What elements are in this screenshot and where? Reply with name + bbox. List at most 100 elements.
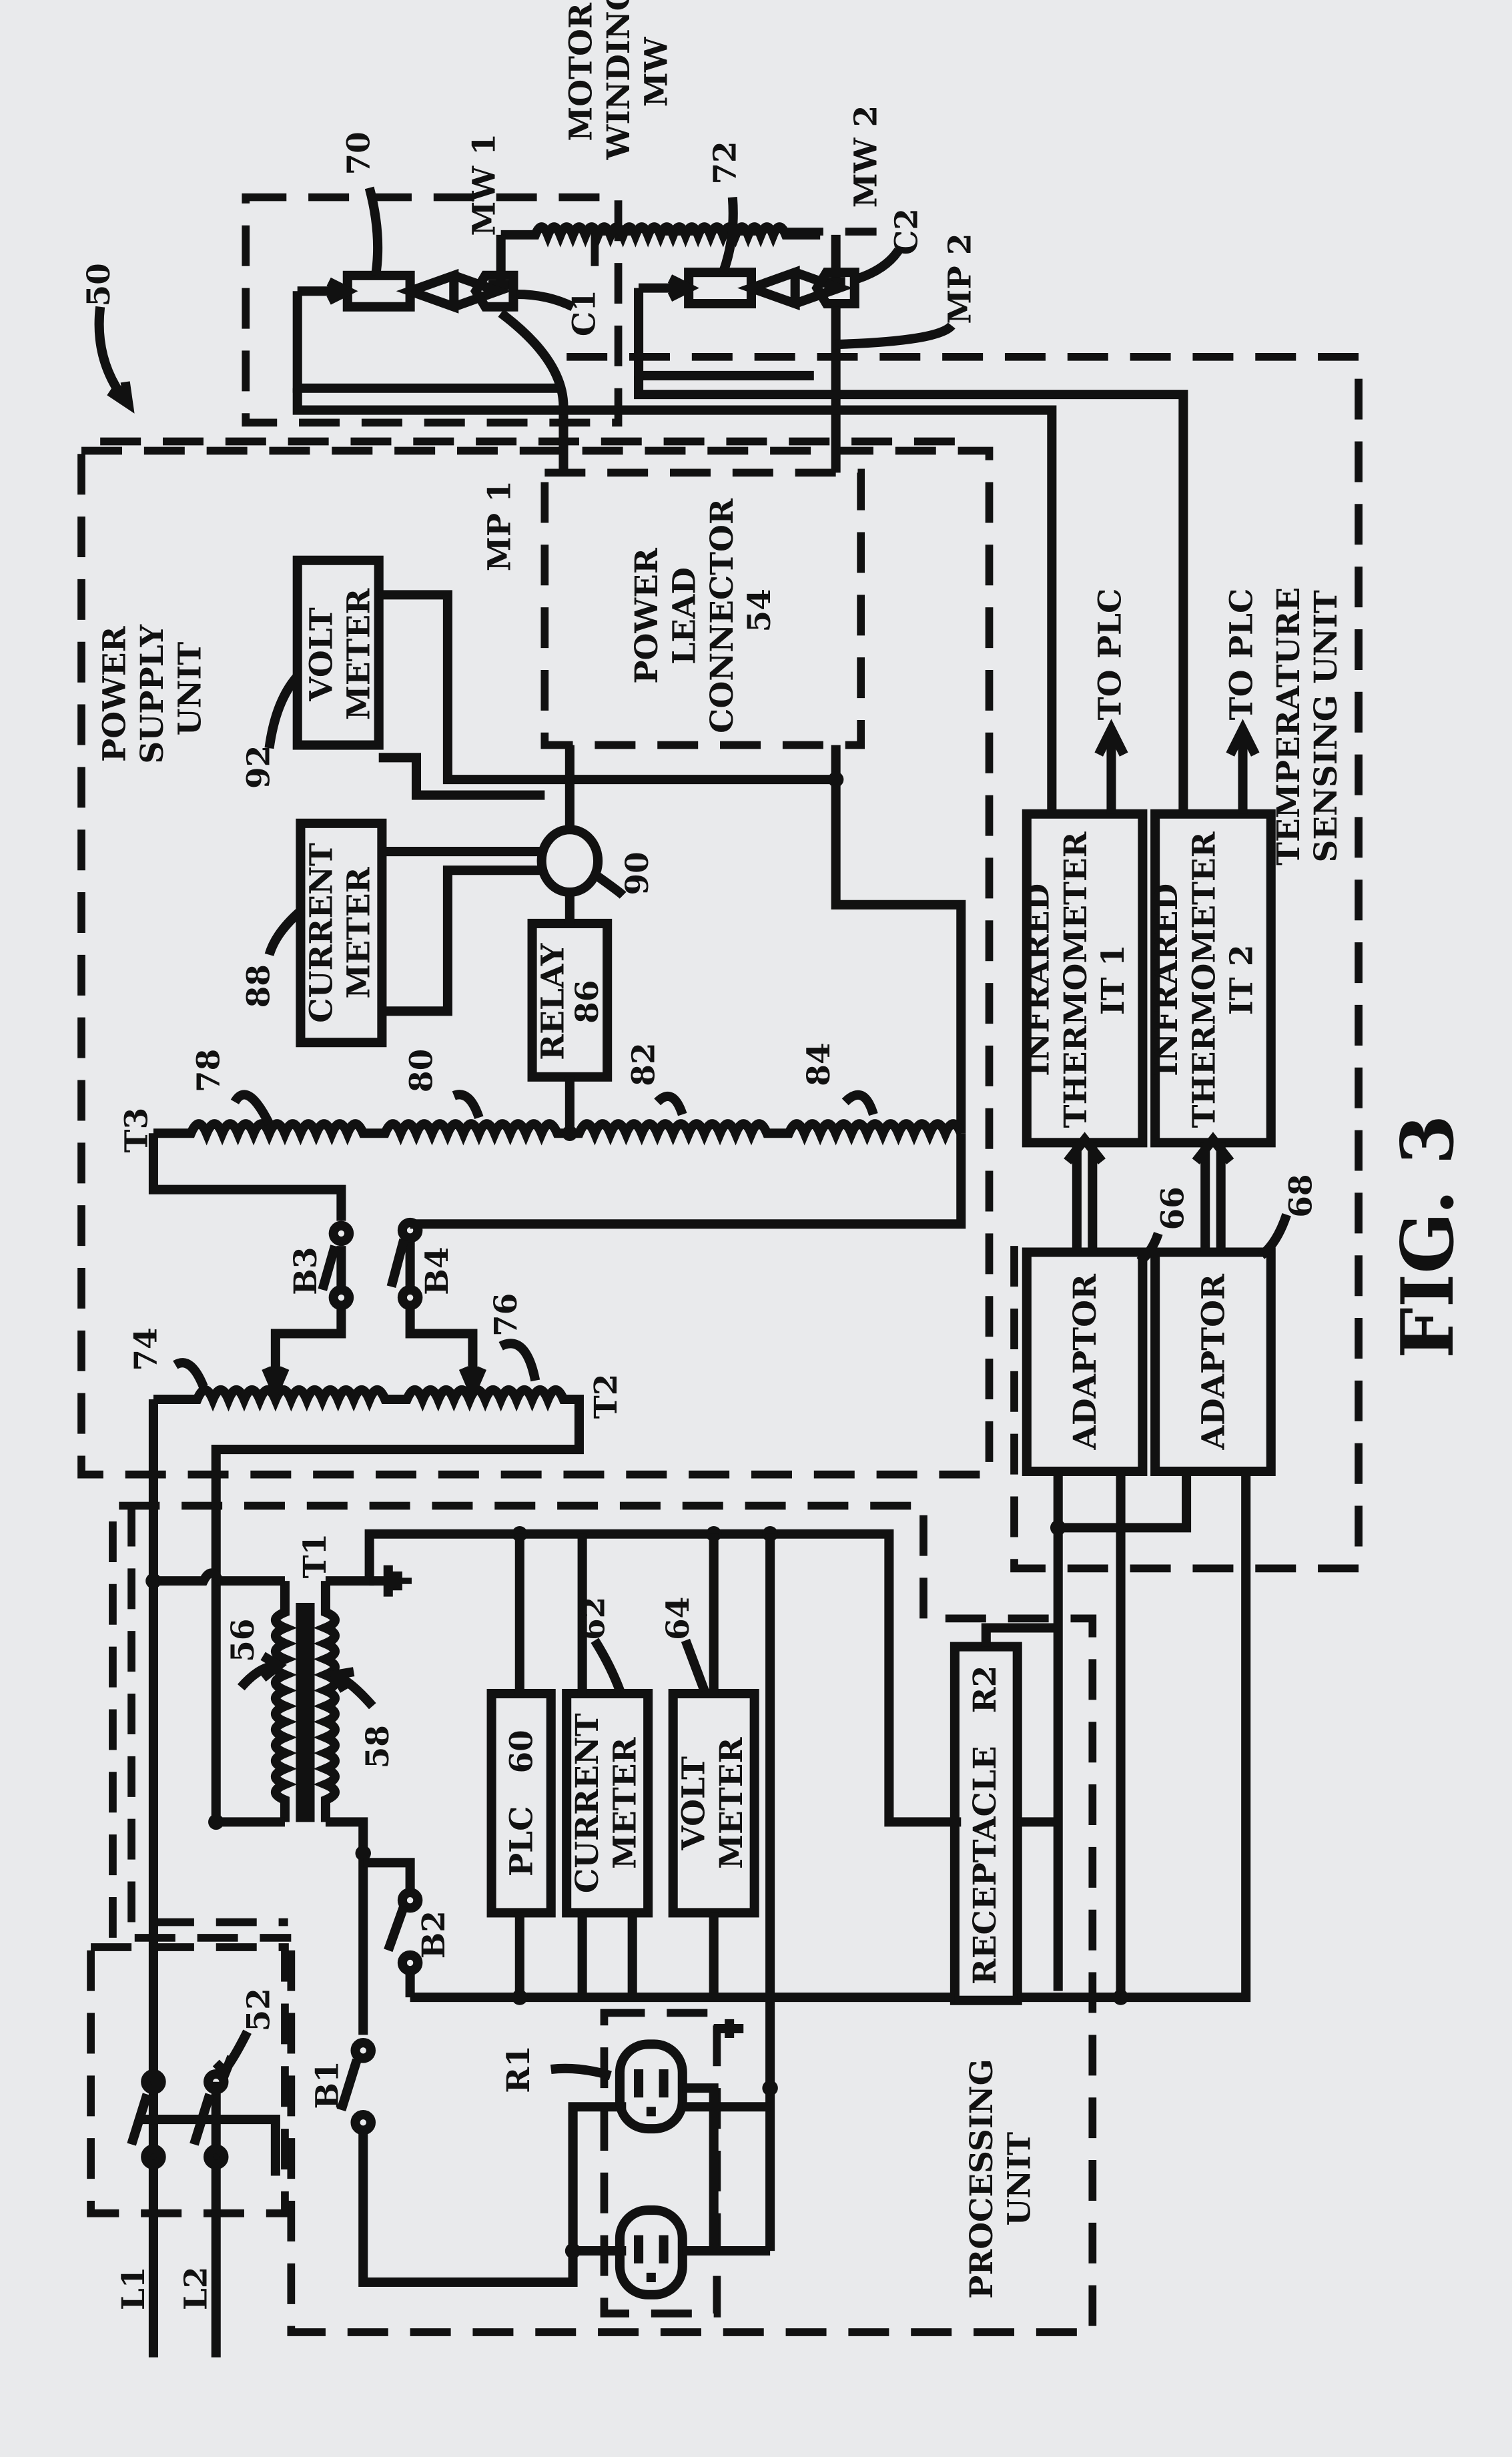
t2-wiper-74 [262, 1359, 290, 1402]
leader-lines [94, 186, 1291, 1710]
b4-contact-a [397, 1217, 423, 1243]
label-temperature-sensing-unit: TEMPERATURESENSING UNIT [1270, 587, 1345, 865]
plc-line3: CONNECTOR [704, 498, 741, 733]
receptacle-top [981, 1623, 1058, 1827]
leader-64 [681, 1638, 709, 1692]
plc-line2: LEAD [667, 567, 703, 665]
leader-70 [364, 186, 383, 276]
label-66: 66 [1154, 1186, 1191, 1230]
label-b3: B3 [288, 1247, 324, 1295]
junction-492-1334 [762, 2080, 778, 2096]
label-68: 68 [1283, 1174, 1320, 1217]
b3-contact-b [328, 1285, 354, 1311]
connector-to-right [831, 745, 966, 1134]
ground-t1 [369, 1565, 412, 1597]
label-c1: C1 [566, 290, 603, 336]
adaptor-68-wire-a [1058, 1471, 1192, 1533]
label-motor-winding: MOTORWINDINGMW [563, 0, 675, 160]
label-76: 76 [488, 1293, 524, 1337]
label-70: 70 [341, 131, 378, 175]
sensor-70-arrow [297, 277, 358, 305]
label-c2: C2 [889, 208, 925, 255]
switch-52-boundary [87, 1943, 289, 2217]
processing-inner-line [127, 1505, 288, 1926]
junction-332-1276 [512, 1989, 528, 2005]
label-56: 56 [225, 1619, 262, 1662]
t2-wiper-76 [458, 1359, 486, 1402]
label-current-meter-88: CURRENTMETER [303, 843, 377, 1023]
temperature-sensing-boundary [566, 352, 1363, 1573]
leader-78 [230, 1090, 274, 1126]
mp2-line [835, 322, 956, 350]
figure-caption: FIG. 3 [1386, 1114, 1470, 1359]
receptacle-r1-bottom-pins [634, 2235, 669, 2282]
label-r1: R1 [500, 2045, 537, 2093]
label-50: 50 [81, 263, 117, 306]
t1-secondary-bottom [325, 1817, 368, 2035]
b3-switch [270, 1246, 346, 1359]
switch-52-contact-1a [141, 2069, 166, 2095]
t1-primary-top [153, 1568, 285, 1586]
switch-52-levers [127, 2093, 280, 2176]
leader-c2 [856, 248, 903, 284]
switch-52-contact-2a [203, 2069, 229, 2095]
label-processing-unit: PROCESSINGUNIT [964, 2059, 1038, 2299]
b1-wire [358, 2102, 627, 2288]
volt-meter-92-box [292, 555, 384, 750]
junction-676-976 [1050, 1519, 1066, 1536]
t2-coil-74-76 [153, 1385, 584, 1822]
t1-secondary-top [325, 1529, 962, 1827]
t3-coil-78-80-82-84 [153, 1119, 966, 1146]
label-volt-meter-64: VOLTMETER [676, 1737, 750, 1869]
b2-lever [384, 1904, 408, 1953]
b3-lever [318, 1245, 340, 1291]
label-volt-meter-92: VOLTMETER [303, 588, 377, 720]
t1-core [296, 1602, 315, 1822]
sensor-70-diode [396, 268, 512, 314]
label-74: 74 [128, 1327, 165, 1371]
leader-56-arrow [237, 1652, 287, 1691]
vm92-wire-a [378, 590, 836, 785]
label-current-meter-62: CURRENTMETER [569, 1713, 643, 1893]
to-plc-arrow-2 [1226, 719, 1260, 814]
receptacle-group-boundary [600, 2009, 721, 2318]
label-plc-60: PLC 60 [504, 1730, 540, 1876]
b4-lever [386, 1238, 409, 1288]
b2-contact-a [397, 1887, 423, 1913]
label-80: 80 [403, 1049, 440, 1092]
label-58: 58 [360, 1725, 396, 1768]
leader-66 [1136, 1232, 1163, 1266]
leader-72 [719, 197, 738, 274]
b1-lever [336, 2058, 362, 2112]
plc-line1: POWER [629, 547, 665, 684]
t1-primary-56 [271, 1581, 298, 1822]
b3-contact-a [328, 1220, 354, 1247]
b1-contact-b [350, 2109, 376, 2135]
power-lead-connector-box [540, 468, 865, 749]
label-t3: T3 [119, 1108, 155, 1153]
junction-366-1438 [564, 2243, 581, 2259]
b4-contact-b [397, 1285, 423, 1311]
junction-98-1010 [145, 1573, 161, 1589]
r1-leader [550, 2063, 612, 2081]
adaptor-68-wire-b [1120, 1471, 1251, 2003]
b2-wire [363, 1858, 415, 1998]
plc-line4: 54 [741, 589, 778, 632]
label-adaptor-66: ADAPTOR [1067, 1273, 1104, 1450]
sensor-72-to-it2 [634, 375, 1188, 814]
switch-52-contact-2b [203, 2144, 229, 2170]
label-90: 90 [619, 851, 656, 895]
temperature-section [1022, 719, 1276, 2005]
leader-90 [595, 872, 627, 899]
it2-to-adaptor-68 [1192, 1132, 1234, 1253]
motor-winding-boundary [242, 193, 623, 427]
unit-boundaries [77, 193, 1363, 2336]
leader-c1 [516, 289, 575, 312]
label-b1: B1 [310, 2061, 346, 2109]
leader-84 [841, 1090, 878, 1116]
label-l2: L2 [178, 2267, 215, 2311]
adaptor-68-box [1150, 1247, 1276, 1476]
leader-74 [173, 1358, 208, 1389]
label-power-supply-unit: POWER SUPPLY UNIT [97, 614, 209, 764]
